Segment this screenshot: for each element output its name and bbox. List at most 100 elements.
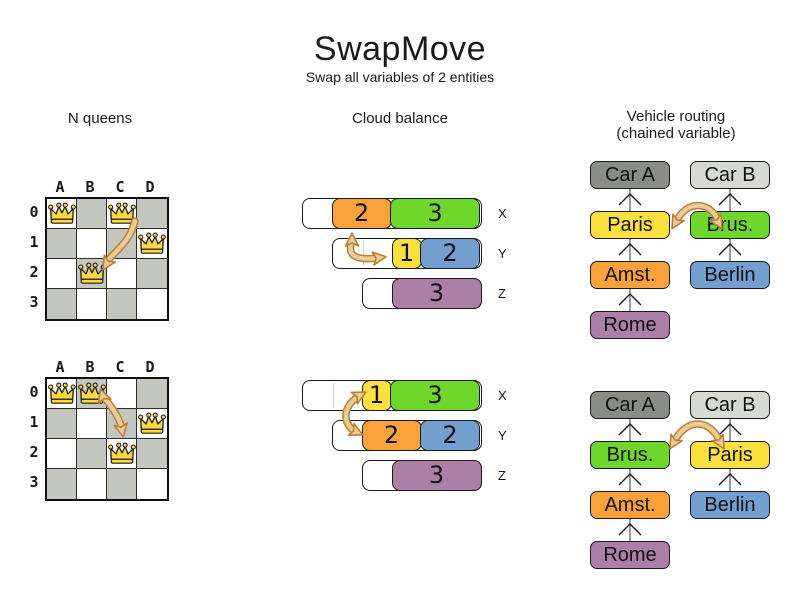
bar-segment: 2 (331, 197, 392, 229)
board-cell (77, 199, 107, 229)
chain-node: Rome (590, 311, 670, 339)
board-row-label: 0 (29, 203, 39, 221)
board-col-label: A (55, 358, 65, 376)
queen (108, 201, 136, 227)
board-cell (137, 379, 167, 409)
queen (138, 411, 166, 437)
board-cell (137, 469, 167, 499)
board-cell (77, 289, 107, 319)
board-row-label: 3 (29, 473, 39, 491)
chain-arrow-up (618, 469, 642, 491)
board-col-label: A (55, 178, 65, 196)
board-cell (107, 469, 137, 499)
nqueens-header: N queens (67, 110, 133, 127)
bar-segment: 3 (391, 277, 482, 309)
queen-icon (108, 202, 136, 224)
board-col-label: B (85, 358, 95, 376)
chain-node: Car B (690, 391, 770, 419)
board-cell (137, 199, 167, 229)
bar-row-label: Y (498, 428, 507, 443)
bar-row-label: Z (498, 286, 506, 301)
board-col-label: D (145, 178, 155, 196)
bar-row-label: Z (498, 468, 506, 483)
chain-node: Berlin (690, 491, 770, 519)
board-col-label: C (115, 358, 125, 376)
chain-arrow-up (718, 469, 742, 491)
board-grid (45, 377, 169, 501)
board-grid (45, 197, 169, 321)
queen-icon (48, 202, 76, 224)
board-row-label: 0 (29, 383, 39, 401)
queen (48, 201, 76, 227)
queen-icon (78, 382, 106, 404)
queen-icon (108, 442, 136, 464)
board-row-label: 1 (29, 233, 39, 251)
chain-node: Berlin (690, 261, 770, 289)
chain-arrow-up (618, 519, 642, 541)
board-cell (47, 259, 77, 289)
board-cell (47, 439, 77, 469)
chain-node: Brus. (590, 441, 670, 469)
board-cell (77, 439, 107, 469)
chain-arrow-up (618, 239, 642, 261)
page-title: SwapMove (313, 30, 487, 68)
chain-node: Paris (690, 441, 770, 469)
board-cell (137, 289, 167, 319)
bar-container: 3 (362, 277, 482, 309)
queen (108, 441, 136, 467)
unit-divider (333, 383, 334, 408)
chain-arrow-up (618, 289, 642, 311)
board-col-label: C (115, 178, 125, 196)
board-col-label: B (85, 178, 95, 196)
chain-node: Car A (590, 161, 670, 189)
chain-node: Car A (590, 391, 670, 419)
queen (138, 231, 166, 257)
queen-icon (138, 412, 166, 434)
bar-segment: 3 (390, 379, 480, 411)
queen (48, 381, 76, 407)
bar-segment: 1 (391, 237, 422, 269)
vehicle-routing-header-line1: Vehicle routing (626, 108, 726, 125)
unit-divider (363, 241, 364, 266)
board-cell (107, 289, 137, 319)
board-cell (77, 469, 107, 499)
queen (78, 381, 106, 407)
chain-arrow-up (618, 419, 642, 441)
chain-arrow-up (718, 189, 742, 211)
board-cell (47, 409, 77, 439)
bar-segment: 3 (390, 197, 480, 229)
cloud-balance-header: Cloud balance (352, 110, 448, 127)
chain-node: Paris (590, 211, 670, 239)
board-row-label: 3 (29, 293, 39, 311)
chain-node: Amst. (590, 261, 670, 289)
bar-row-label: X (498, 206, 507, 221)
board-cell (107, 379, 137, 409)
chain-node: Brus. (690, 211, 770, 239)
vehicle-routing-header: Vehicle routing (chained variable) (596, 108, 756, 142)
board-cell (137, 439, 167, 469)
bar-segment: 2 (361, 419, 422, 451)
bar-segment: 1 (361, 379, 392, 411)
bar-container: 3 (362, 459, 482, 491)
bar-segment: 3 (391, 459, 482, 491)
chain-arrow-up (718, 239, 742, 261)
vehicle-routing-header-line2: (chained variable) (616, 125, 736, 142)
queen-icon (48, 382, 76, 404)
board-row-label: 1 (29, 413, 39, 431)
bar-row-label: Y (498, 246, 507, 261)
board-cell (47, 469, 77, 499)
board-cell (107, 229, 137, 259)
chain-node: Car B (690, 161, 770, 189)
page-subtitle: Swap all variables of 2 entities (305, 69, 495, 85)
queen-icon (78, 262, 106, 284)
board-cell (107, 409, 137, 439)
chain-node: Amst. (590, 491, 670, 519)
bar-segment: 2 (420, 419, 480, 451)
board-cell (107, 259, 137, 289)
board-cell (47, 289, 77, 319)
board-row-label: 2 (29, 443, 39, 461)
board-cell (77, 229, 107, 259)
